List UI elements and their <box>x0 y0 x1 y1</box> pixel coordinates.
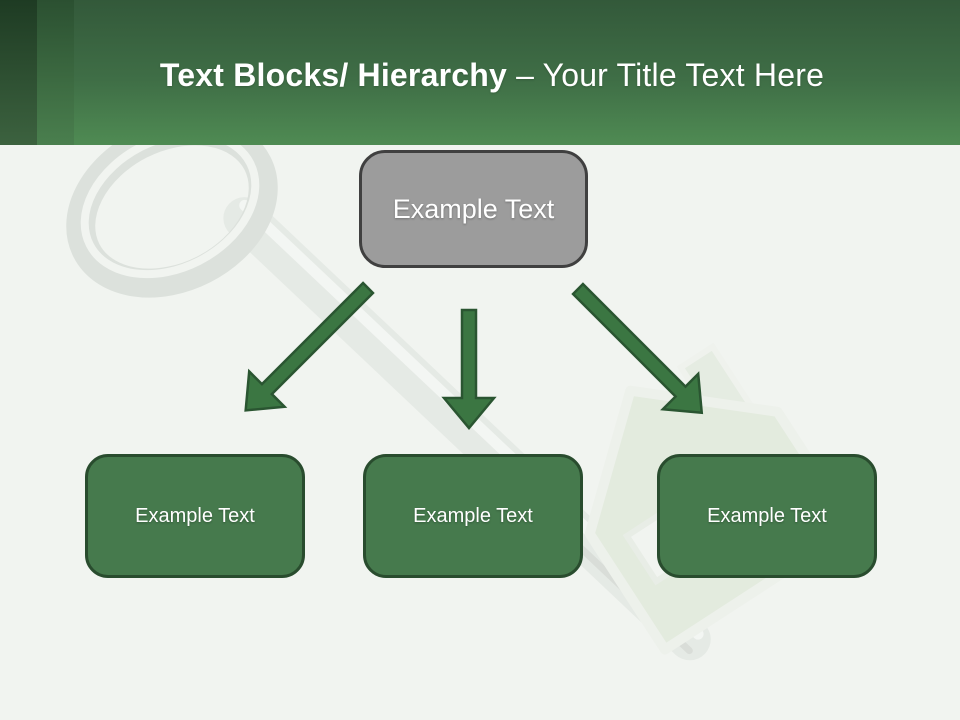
connector-arrows <box>244 281 704 430</box>
child-text-block-3-label: Example Text <box>707 504 827 527</box>
child-text-block-2[interactable]: Example Text <box>363 454 583 578</box>
header-accent-stripe-dark <box>0 0 37 145</box>
header-accent-stripe-mid <box>37 0 74 145</box>
root-text-block[interactable]: Example Text <box>359 150 588 268</box>
slide-title-emphasis: Text Blocks/ Hierarchy <box>159 57 507 93</box>
arrow-down-left-icon <box>244 281 375 412</box>
arrow-down-right-icon <box>571 282 704 415</box>
key-bow <box>66 145 278 298</box>
arrow-down-icon <box>441 308 497 430</box>
child-text-block-1-label: Example Text <box>135 504 255 527</box>
slide-title-secondary: – Your Title Text Here <box>516 57 825 93</box>
child-text-block-3[interactable]: Example Text <box>657 454 877 578</box>
root-text-block-label: Example Text <box>392 193 555 224</box>
child-text-block-2-label: Example Text <box>413 504 533 527</box>
slide-body: Example Text Example Text Example Text E… <box>0 145 960 720</box>
slide-title: Text Blocks/ Hierarchy – Your Title Text… <box>136 51 824 94</box>
child-text-block-1[interactable]: Example Text <box>85 454 305 578</box>
slide-header: Text Blocks/ Hierarchy – Your Title Text… <box>0 0 960 145</box>
